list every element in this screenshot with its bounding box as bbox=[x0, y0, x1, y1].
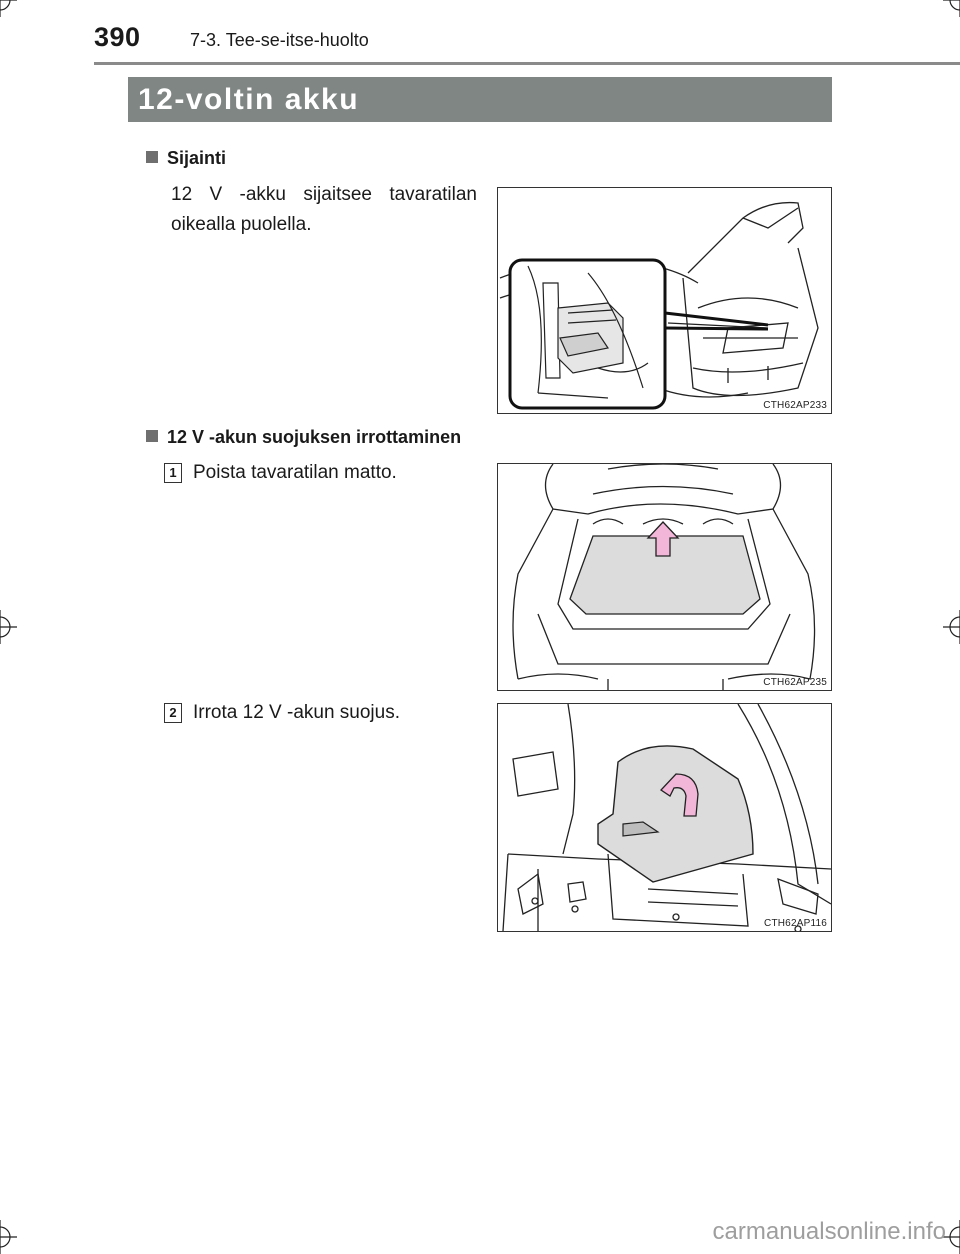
watermark: carmanualsonline.info bbox=[712, 1218, 946, 1245]
trunk-mat-figure: CTH62AP235 bbox=[497, 463, 832, 691]
registration-mark-bottom-right bbox=[943, 1220, 960, 1254]
step-1-number: 1 bbox=[164, 463, 182, 483]
battery-location-illustration bbox=[499, 201, 819, 410]
registration-mark-top-right bbox=[943, 0, 960, 17]
location-heading: Sijainti bbox=[146, 148, 226, 169]
trunk-mat-illustration bbox=[512, 464, 816, 690]
cover-removal-heading-text: 12 V -akun suojuksen irrottaminen bbox=[167, 427, 462, 447]
location-heading-text: Sijainti bbox=[167, 148, 227, 168]
page-number: 390 bbox=[94, 22, 141, 52]
pink-arrow-curved-up-icon bbox=[660, 773, 699, 817]
header-rule bbox=[94, 62, 960, 65]
registration-mark-mid-right bbox=[943, 610, 960, 644]
figure-code-116: CTH62AP116 bbox=[764, 918, 827, 929]
bullet-square-icon bbox=[146, 430, 158, 442]
cover-removal-heading: 12 V -akun suojuksen irrottaminen bbox=[146, 427, 461, 448]
registration-mark-mid-left bbox=[0, 610, 17, 644]
registration-mark-top-left bbox=[0, 0, 17, 17]
figure-code-235: CTH62AP235 bbox=[763, 677, 827, 688]
pink-arrow-up-icon bbox=[646, 521, 680, 557]
step-2-number: 2 bbox=[164, 703, 182, 723]
registration-mark-bottom-left bbox=[0, 1220, 17, 1254]
location-text-line1: 12 V -akku sijaitsee tavaratilan bbox=[171, 184, 477, 205]
battery-cover-illustration bbox=[502, 704, 831, 931]
step-2-text: Irrota 12 V -akun suojus. bbox=[193, 702, 400, 723]
location-text-line2: oikealla puolella. bbox=[171, 214, 312, 235]
battery-location-figure: CTH62AP233 bbox=[497, 187, 832, 414]
figure-code-233: CTH62AP233 bbox=[763, 400, 827, 411]
battery-cover-figure: CTH62AP116 bbox=[497, 703, 832, 932]
step-1-text: Poista tavaratilan matto. bbox=[193, 462, 397, 483]
section-title: 12-voltin akku bbox=[128, 77, 832, 122]
bullet-square-icon bbox=[146, 151, 158, 163]
chapter-title: 7-3. Tee-se-itse-huolto bbox=[190, 30, 369, 50]
